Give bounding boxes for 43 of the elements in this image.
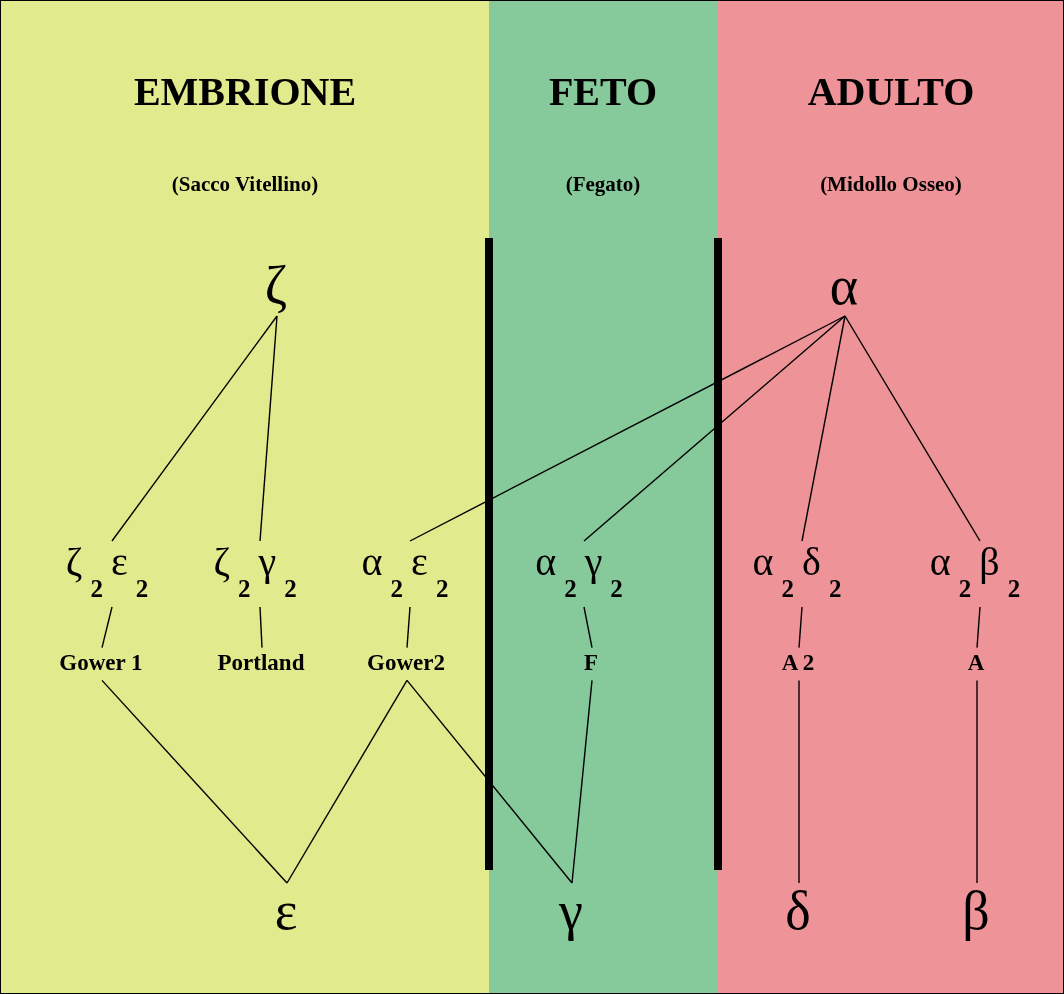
hemoglobin-name: Gower 1	[59, 648, 143, 678]
connector-line	[286, 679, 408, 884]
connector-line	[583, 315, 846, 542]
connector-line	[801, 315, 846, 542]
hemoglobin-name: Portland	[217, 648, 305, 678]
connector-line	[406, 606, 411, 649]
stage-subtitle: (Sacco Vitellino)	[170, 171, 320, 198]
chain-formula: α$_{2}$γ$_{2}$	[535, 542, 631, 604]
connector-line	[583, 606, 593, 649]
stage-heading: FETO	[547, 68, 659, 116]
greek-letter: ζ	[264, 259, 288, 313]
stage-heading: ADULTO	[806, 68, 976, 116]
connector-line	[798, 679, 800, 884]
hemoglobin-name: A	[967, 648, 985, 678]
connector-line	[406, 679, 573, 884]
chain-formula: α$_{2}$δ$_{2}$	[752, 542, 850, 604]
hemoglobin-name: A 2	[781, 648, 815, 678]
connector-line	[844, 315, 981, 542]
hemoglobin-name: Gower2	[367, 648, 445, 678]
chain-formula: ζ$_{2}$γ$_{2}$	[213, 542, 305, 604]
hemoglobin-name: F	[583, 648, 599, 678]
connector-line	[798, 606, 803, 649]
connector-line	[111, 315, 278, 542]
stage-band	[717, 1, 1063, 993]
greek-letter: δ	[785, 884, 811, 938]
stage-subtitle: (Fegato)	[564, 171, 642, 198]
greek-letter: ε	[274, 884, 298, 938]
connector-line	[571, 679, 593, 884]
connector-line	[976, 679, 978, 884]
greek-letter: α	[829, 259, 859, 313]
connector-line	[259, 606, 263, 649]
connector-line	[409, 315, 846, 542]
chain-formula: α$_{2}$ε$_{2}$	[361, 542, 457, 604]
connector-line	[976, 606, 981, 649]
stage-subtitle: (Midollo Osseo)	[819, 171, 963, 198]
connector-line	[259, 315, 278, 542]
connector-line	[101, 679, 288, 884]
chain-formula: α$_{2}$β$_{2}$	[929, 542, 1029, 604]
chain-formula: ζ$_{2}$ε$_{2}$	[65, 542, 157, 604]
stage-heading: EMBRIONE	[132, 68, 358, 116]
stage-band	[489, 1, 717, 993]
stage-band	[1, 1, 489, 993]
connector-line	[101, 606, 113, 649]
